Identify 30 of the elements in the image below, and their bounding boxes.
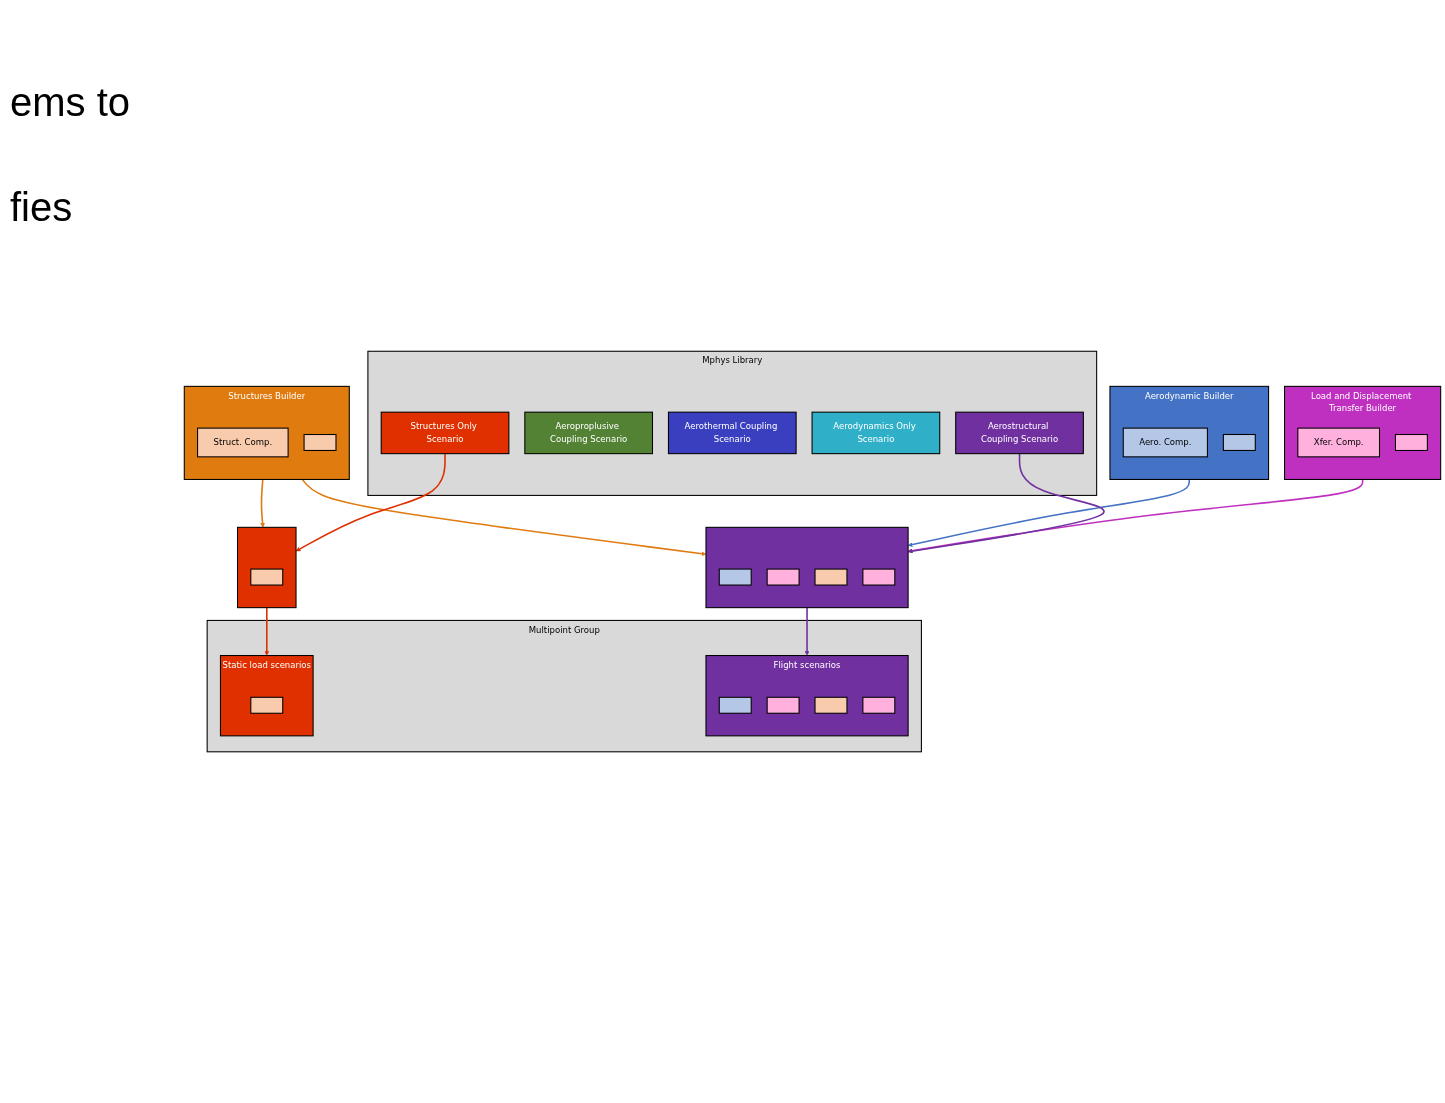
arrow <box>804 606 810 656</box>
node-box: Aeroproplusive Coupling Scenario <box>524 411 654 455</box>
cluster <box>237 526 297 609</box>
cluster: Static load scenarios <box>219 654 314 737</box>
node-box <box>718 568 752 586</box>
node-box: Structures Only Scenario <box>380 411 510 455</box>
slide-text: ems to <box>10 80 132 125</box>
node-box: Struct. Comp. <box>197 427 289 458</box>
node-box: Aero. Comp. <box>1122 427 1208 458</box>
node-box: Aerodynamics Only Scenario <box>811 411 941 455</box>
node-box <box>766 696 800 714</box>
node-box <box>250 568 284 586</box>
node-box <box>862 568 896 586</box>
node-box <box>1394 433 1428 451</box>
node-box <box>303 433 337 451</box>
arrow <box>264 606 270 656</box>
cluster <box>705 526 909 609</box>
node-box: Aerothermal Coupling Scenario <box>667 411 797 455</box>
node-box <box>814 696 848 714</box>
node-box <box>718 696 752 714</box>
node-box <box>766 568 800 586</box>
node-box: Xfer. Comp. <box>1297 427 1381 458</box>
node-box <box>250 696 284 714</box>
node-box <box>862 696 896 714</box>
node-box: Aerostructural Coupling Scenario <box>955 411 1084 455</box>
arrow <box>260 478 265 528</box>
slide-text: fies <box>10 185 74 230</box>
cluster: Flight scenarios <box>705 654 909 737</box>
node-box <box>814 568 848 586</box>
node-box <box>1222 433 1256 451</box>
